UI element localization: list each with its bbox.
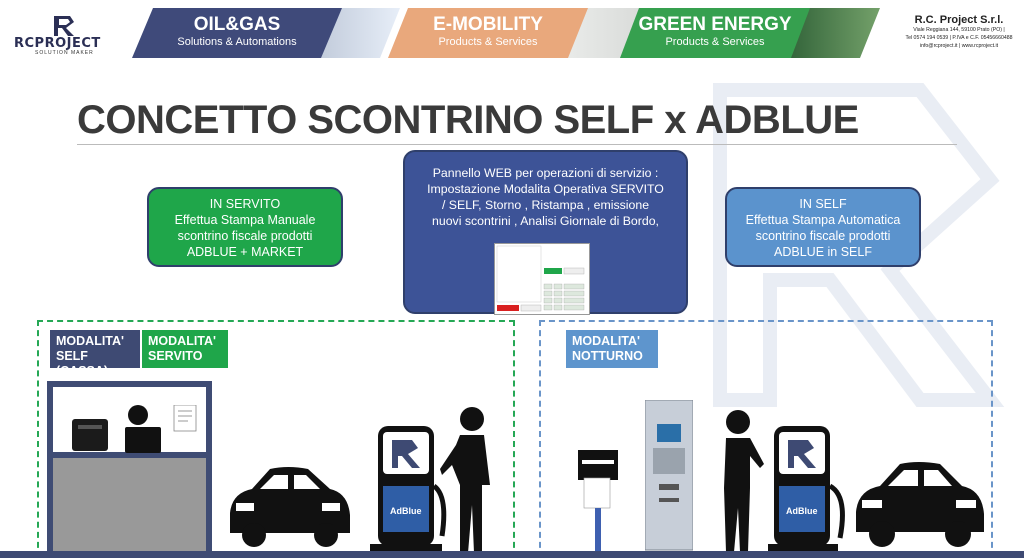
rc-watermark-icon (713, 83, 1005, 407)
band-subtitle: Products & Services (665, 36, 765, 48)
self-box: IN SELF Effettua Stampa Automatica scont… (725, 187, 921, 267)
company-phone: Tel 0574 194 0539 | P.IVA e C.F. 0545666… (905, 35, 1013, 41)
web-panel-screenshot (494, 243, 590, 315)
band-title: E-MOBILITY (433, 14, 543, 35)
self-line: IN SELF (799, 197, 847, 211)
tag-line: MODALITA' (56, 334, 125, 348)
tag-self-cassa: MODALITA' SELF (CASSA) (50, 330, 140, 378)
band-e-mobility: E-MOBILITY Products & Services (388, 8, 588, 58)
company-email: info@rcproject.it | www.rcproject.it (919, 43, 999, 49)
printer-cashier-icon (72, 405, 197, 453)
logo-text: RCPROJECT (14, 36, 101, 51)
tag-line: SELF (CASSA) (56, 349, 109, 378)
servito-box: IN SERVITO Effettua Stampa Manuale scont… (147, 187, 343, 267)
adblue-dispenser (768, 426, 845, 552)
logo-subtitle: SOLUTION MAKER (35, 50, 94, 56)
tag-servito: MODALITA' SERVITO (142, 330, 228, 368)
band-title: GREEN ENERGY (638, 14, 792, 35)
page-title: CONCETTO SCONTRINO SELF x ADBLUE (77, 98, 859, 142)
adblue-label: AdBlue (390, 506, 422, 516)
title-divider (77, 144, 957, 145)
self-line: ADBLUE in SELF (774, 245, 872, 259)
company-info: R.C. Project S.r.l. Viale Reggiana 144, … (900, 14, 1018, 50)
tag-line: NOTTURNO (572, 349, 643, 363)
band-oil-gas: OIL&GAS Solutions & Automations (132, 8, 342, 58)
tag-line: MODALITA' (148, 334, 217, 348)
servito-line: ADBLUE + MARKET (186, 245, 304, 259)
rcproject-logo (12, 14, 122, 58)
payment-terminal (645, 400, 693, 551)
adblue-dispenser (370, 426, 447, 552)
servito-area (37, 320, 515, 558)
company-address: Viale Reggiana 144, 59100 Prato (PO) | (913, 27, 1005, 33)
receipt-kiosk (578, 450, 618, 554)
booth-counter (53, 458, 206, 558)
web-line: Pannello WEB per operazioni di servizio … (432, 166, 659, 180)
servito-line: Effettua Stampa Manuale (174, 213, 316, 227)
band-subtitle: Products & Services (438, 36, 538, 48)
person-icon (440, 407, 490, 553)
car-icon (856, 462, 984, 547)
band-subtitle: Solutions & Automations (177, 36, 297, 48)
servito-line: IN SERVITO (209, 197, 281, 211)
tag-line: MODALITA' (572, 334, 641, 348)
web-line: / SELF, Storno , Ristampa , emissione (441, 198, 650, 212)
footer-bar (0, 551, 1024, 558)
company-name: R.C. Project S.r.l. (914, 14, 1004, 26)
adblue-label: AdBlue (786, 506, 818, 516)
notturno-area (539, 320, 993, 558)
web-line: Impostazione Modalita Operativa SERVITO (427, 182, 664, 196)
tag-line: SERVITO (148, 349, 203, 363)
self-line: Effettua Stampa Automatica (745, 213, 901, 227)
person-icon (724, 410, 764, 552)
tag-notturno: MODALITA' NOTTURNO (566, 330, 658, 368)
servito-line: scontrino fiscale prodotti (177, 229, 313, 243)
self-line: scontrino fiscale prodotti (755, 229, 891, 243)
web-line: nuovi scontrini , Analisi Giornale di Bo… (432, 214, 659, 228)
band-green-energy: GREEN ENERGY Products & Services (620, 8, 810, 58)
band-title: OIL&GAS (193, 14, 281, 35)
car-icon (230, 467, 350, 547)
